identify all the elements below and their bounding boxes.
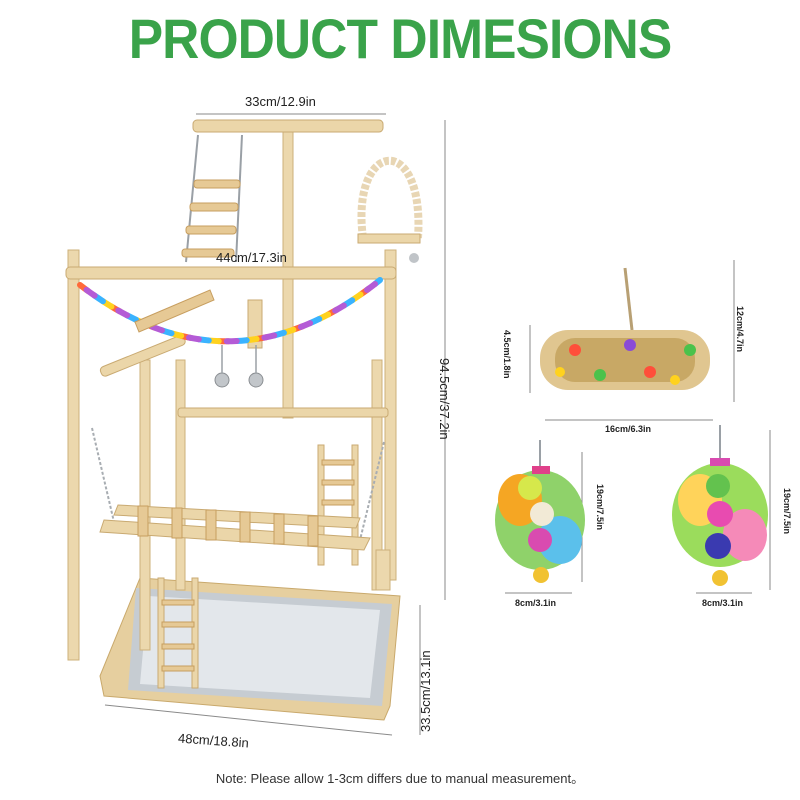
left-toy-width-label: 8cm/3.1in (515, 598, 557, 608)
top-width-label: 33cm/12.9in (245, 94, 316, 109)
right-toy-width-label: 8cm/3.1in (702, 598, 744, 608)
base-height-label: 33.5cm/13.1in (418, 650, 433, 732)
suspension-bridge (134, 289, 215, 333)
right-toy-height-label: 19cm/7.5in (782, 488, 792, 535)
roll-length-label: 16cm/6.3in (605, 424, 652, 434)
toy-shredder-left (495, 440, 585, 583)
lower-platform (91, 427, 385, 551)
bells (214, 345, 264, 388)
page-title: PRODUCT DIMESIONS (128, 7, 672, 70)
tray-surface (140, 596, 380, 698)
middle-width-label: 44cm/17.3in (216, 250, 287, 265)
measurement-note: Note: Please allow 1-3cm differs due to … (215, 771, 585, 786)
bead-swing (357, 156, 423, 263)
hanging-ladder-top (181, 134, 243, 263)
left-toy-height-label: 19cm/7.5in (595, 484, 605, 531)
height-label: 94.5cm/37.2in (437, 358, 452, 440)
plastic-chain (77, 277, 383, 345)
toy-roll (540, 267, 710, 390)
perches (65, 119, 421, 418)
ladder-bottom (157, 577, 199, 689)
toy-shredder-right (672, 425, 768, 586)
roll-diameter-label: 4.5cm/1.8in (502, 330, 512, 379)
roll-height-label: 12cm/4.7in (735, 306, 745, 353)
